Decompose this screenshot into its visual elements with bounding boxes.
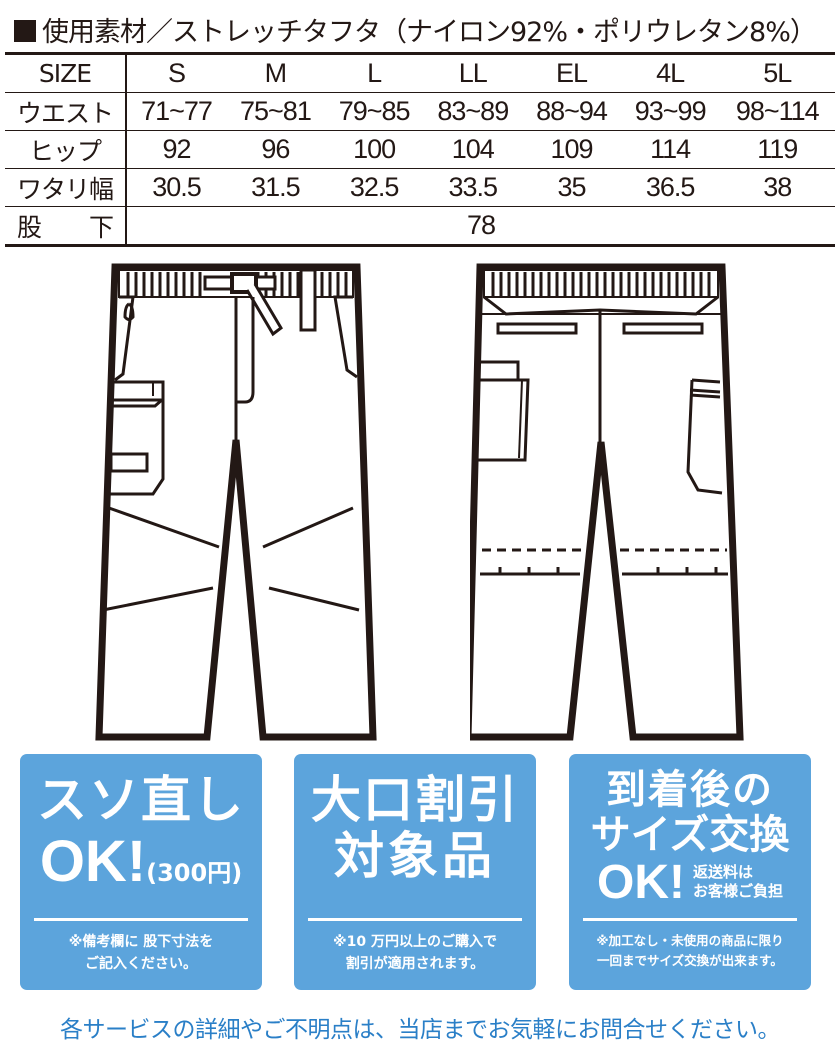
- table-cell: 83~89: [423, 92, 523, 131]
- bulk-discount-badge: 大口割引 対象品 ※10 万円以上のご購入で 割引が適用されます。: [294, 754, 536, 990]
- badge-subtitle: 対象品: [334, 827, 496, 885]
- table-cell: 114: [620, 130, 720, 169]
- inseam-value: 78: [466, 210, 496, 240]
- badge-title: 大口割引: [311, 771, 519, 829]
- row-label: ウエスト: [5, 92, 127, 131]
- badge-ok-line: OK! 返送料は お客様ご負担: [597, 855, 783, 909]
- table-cell: 36.5: [620, 168, 720, 207]
- footer-contact-text: 各サービスの詳細やご不明点は、当店までお気軽にお問合せください。: [60, 1017, 781, 1043]
- table-cell: 71~77: [126, 92, 227, 131]
- badge-ok-line: OK!(300円): [39, 829, 243, 894]
- badge-title: 到着後の: [606, 767, 774, 813]
- inseam-row: 股 下 78: [5, 206, 835, 246]
- table-cell: 31.5: [226, 168, 325, 207]
- divider: [308, 918, 522, 921]
- table-cell: 104: [423, 130, 523, 169]
- divider: [34, 918, 248, 921]
- size-ll: LL: [423, 53, 523, 93]
- waist-row: ウエスト 71~77 75~81 79~85 83~89 88~94 93~99…: [5, 92, 835, 131]
- size-s: S: [126, 53, 227, 93]
- badge-title: スソ直し: [37, 771, 245, 829]
- size-table: SIZE S M L LL EL 4L 5L ウエスト 71~77 75~81 …: [5, 52, 835, 247]
- table-cell: 96: [226, 130, 325, 169]
- table-cell: 35: [522, 168, 621, 207]
- pants-back-diagram: [470, 263, 744, 741]
- thigh-width-row: ワタリ幅 30.5 31.5 32.5 33.5 35 36.5 38: [5, 168, 835, 207]
- row-label: ワタリ幅: [5, 168, 127, 207]
- hem-alteration-badge: スソ直し OK!(300円) ※備考欄に 股下寸法を ご記入ください。: [20, 754, 262, 990]
- material-label: 使用素材／ストレッチタフタ（ナイロン92%・ポリウレタン8%）: [14, 10, 817, 49]
- badge-note: ※備考欄に 股下寸法を ご記入ください。: [68, 934, 214, 973]
- pants-front-diagram: [95, 263, 377, 741]
- table-cell: 119: [719, 130, 835, 169]
- row-label: ヒップ: [5, 130, 127, 169]
- table-cell: 100: [324, 130, 424, 169]
- square-bullet-icon: [14, 20, 36, 42]
- table-cell: 32.5: [324, 168, 424, 207]
- size-exchange-badge: 到着後の サイズ交換 OK! 返送料は お客様ご負担 ※加工なし・未使用の商品に…: [569, 754, 811, 990]
- badge-note: ※加工なし・未使用の商品に限り 一回までサイズ交換が出来ます。: [596, 933, 784, 968]
- table-cell: 79~85: [324, 92, 424, 131]
- badge-subtitle: サイズ交換: [590, 811, 790, 858]
- table-cell: 109: [522, 130, 621, 169]
- hip-row: ヒップ 92 96 100 104 109 114 119: [5, 130, 835, 169]
- table-cell: 93~99: [620, 92, 720, 131]
- table-cell: 30.5: [126, 168, 227, 207]
- size-m: M: [226, 53, 325, 93]
- size-header-row: SIZE S M L LL EL 4L 5L: [5, 53, 835, 93]
- table-cell: 98~114: [719, 92, 835, 131]
- table-cell: 75~81: [226, 92, 325, 131]
- table-cell: 92: [126, 130, 227, 169]
- size-el: EL: [522, 53, 621, 93]
- size-header-label: SIZE: [5, 53, 127, 93]
- table-cell: 38: [719, 168, 835, 207]
- row-label: 股 下: [5, 206, 127, 246]
- size-l: L: [324, 53, 424, 93]
- table-cell: 88~94: [522, 92, 621, 131]
- divider: [583, 918, 797, 921]
- table-cell: 33.5: [423, 168, 523, 207]
- size-4l: 4L: [620, 53, 720, 93]
- size-5l: 5L: [719, 53, 835, 93]
- badge-note: ※10 万円以上のご購入で 割引が適用されます。: [333, 934, 497, 973]
